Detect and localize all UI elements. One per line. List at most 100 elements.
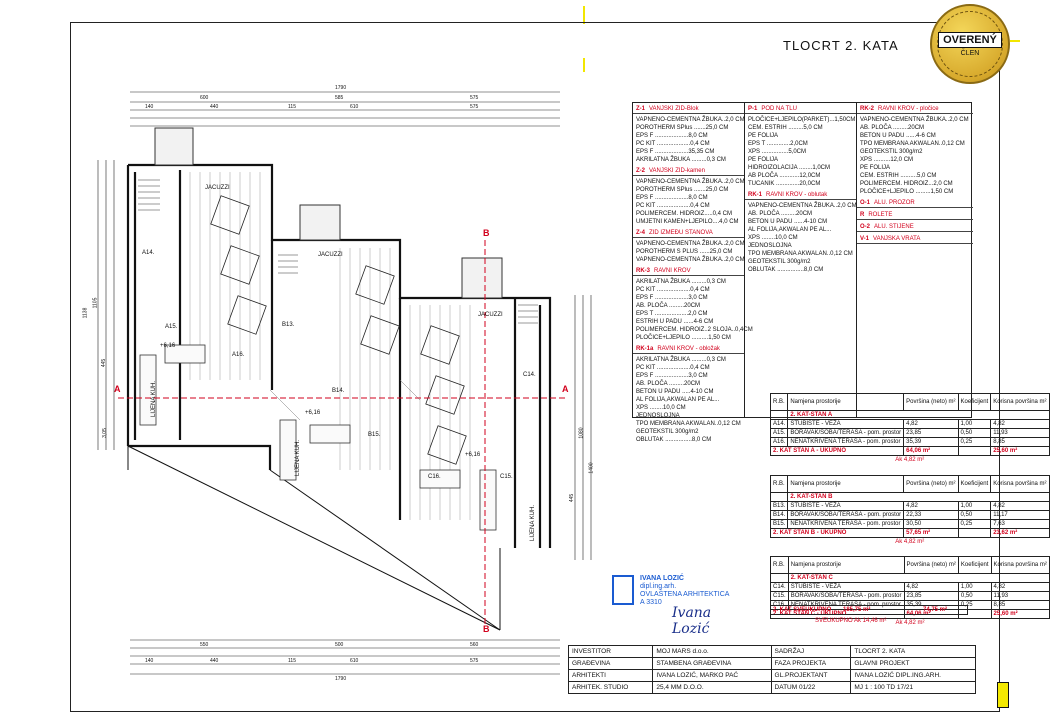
dim-bottom-5: 440 — [210, 658, 219, 664]
legend-line: AB. PLOČA .........20CM — [860, 125, 925, 131]
seal-main-text: OVERENÝ — [938, 31, 1002, 48]
table-cell: A15. — [769, 428, 789, 438]
legend-line: EPS T ....................2,0 CM — [636, 311, 708, 317]
room-label-b13: B13. — [282, 322, 295, 328]
legend-code: R — [860, 212, 865, 218]
wall-hatching — [269, 379, 421, 421]
table-cell: 1,00 — [957, 419, 992, 429]
table-cell: 23,85 — [903, 591, 959, 601]
legend-line: AL FOLIJA,AKWALAN PE AL... — [636, 397, 720, 403]
legend-code: O-1 — [860, 200, 871, 206]
dim-bottom-1: 550 — [200, 642, 209, 648]
table-cell: 8,85 — [990, 600, 1050, 610]
legend-line: POLIMERCEM. HIDROIZ.....0,4 CM — [636, 211, 733, 217]
verified-member-seal: OVERENÝ ČLEN — [930, 4, 1010, 84]
title-block-cell: STAMBENA GRAĐEVINA — [652, 657, 772, 670]
dim-bottom-4: 140 — [145, 658, 154, 664]
table-cell: A14. — [769, 419, 789, 429]
title-block-cell: INVESTITOR — [567, 645, 654, 658]
legend-line: TPO MEMBRANA AKWALAN..0,12 CM — [636, 421, 741, 427]
legend-line: PC KIT ....................0,4 CM — [636, 287, 710, 293]
legend-title: ALU. PROZOR — [874, 200, 915, 206]
grand-total-label: 2. KAT SVEUKUPNO — [773, 607, 832, 613]
legend-line: PLOČICE+LJEPILO ..........1,50 CM — [636, 335, 731, 341]
room-label-a15: A15. — [165, 324, 178, 330]
dim-bottom-6: 115 — [288, 658, 296, 664]
sub-row: Ak 4,82 m² — [771, 619, 1050, 628]
kitchen-counters — [139, 344, 497, 531]
legend-line: VAPNENO-CEMENTNA ŽBUKA..2,0 CM — [748, 203, 857, 209]
unit-name: 2. KAT-STAN A — [787, 410, 1050, 420]
table-cell: NENATKRIVENA TERASA - pom. prostor — [787, 437, 905, 447]
title-block-cell: ARHITEKTI — [567, 669, 654, 682]
dim-side-2: 1138 — [82, 307, 89, 319]
header-cell: Koeficijent — [957, 556, 992, 574]
legend-title: VANJSKA VRATA — [873, 236, 921, 242]
total-label: 2. KAT STAN B - UKUPNO — [769, 527, 905, 538]
dim-top-3: 575 — [470, 95, 479, 101]
header-cell: R.B. — [770, 556, 789, 574]
grand-total-sub: SVEUKUPNO Ak 14,46 m² — [815, 618, 887, 624]
dim-bottom-2: 500 — [335, 642, 344, 648]
title-block-cell: MJ 1 : 100 TD 17/21 — [850, 681, 976, 694]
dim-side-4: 3,05 — [101, 428, 108, 438]
legend-line: AL FOLIJA,AKWALAN PE AL... — [748, 227, 832, 233]
legend-code: V-1 — [860, 236, 870, 242]
section-mark-b-top: B — [483, 228, 490, 238]
room-label-a16: A16. — [232, 352, 245, 358]
dim-bottom-3: 560 — [470, 642, 479, 648]
room-label-c15: C15. — [500, 474, 513, 480]
stamp-role: OVLAŠTENA ARHITEKTICA — [640, 591, 730, 598]
legend-title: ZID IZMEĐU STANOVA — [649, 230, 713, 236]
jacuzzi-label-b: JACUZZI — [318, 252, 343, 258]
legend-line: PC KIT ....................0,4 CM — [636, 141, 710, 147]
legend-line: AB PLOČA ............12,0CM — [748, 173, 821, 179]
legend-line: VAPNENO-CEMENTNA ŽBUKA..2,0 CM — [636, 257, 745, 263]
table-cell: 7,63 — [990, 518, 1050, 529]
legend-line: GEOTEKSTIL 300g/m2 — [636, 429, 699, 435]
room-label-b15: B15. — [368, 432, 381, 438]
section-lines — [118, 240, 565, 625]
title-block-cell: IVANA LOZIĆ DIPL.ING.ARH. — [850, 669, 976, 682]
dim-side-5: 1400 — [588, 462, 595, 474]
legend-line: BETON U PADU ......4-10 CM — [748, 219, 828, 225]
legend-title: VANJSKI ZID-kamen — [649, 168, 705, 174]
dim-bottom-7: 610 — [350, 658, 359, 664]
stamp-text: IVANA LOZIĆ dipl.ing.arh. OVLAŠTENA ARHI… — [640, 575, 729, 607]
table-cell: BORAVAK/SOBA/TERASA - pom. prostor — [787, 428, 905, 438]
legend-line: EPS T ..............2,0CM — [748, 141, 808, 147]
header-cell: R.B. — [769, 474, 789, 493]
title-block-cell: TLOCRT 2. KATA — [850, 645, 976, 658]
legend-line: PC KIT ....................0,4 CM — [636, 365, 710, 371]
sheet-frame — [70, 22, 1000, 712]
header-cell: Namjena prostorije — [787, 393, 905, 411]
header-cell: Površina (neto) m² — [903, 393, 959, 411]
legend-code: RK-1 — [748, 192, 763, 198]
total-area: 57,65 m² — [903, 527, 959, 538]
table-cell: 4,82 — [903, 419, 959, 429]
architect-chamber-icon — [612, 575, 634, 605]
legend-title: RAVNI KROV - oblutak — [766, 192, 828, 198]
grand-total-area: 185,75 m² — [843, 607, 871, 613]
room-label-c16: C16. — [428, 474, 441, 480]
sub-row: Ak 4,82 m² — [771, 456, 1050, 465]
dim-side-3: 445 — [101, 358, 108, 368]
legend-line: TPO MEMBRANA AKWALAN..0,12 CM — [860, 141, 965, 147]
table-cell: 35,39 — [903, 437, 959, 447]
legend-line: EPS F ....................3,0 CM — [636, 373, 708, 379]
table-cell: 0,25 — [957, 518, 992, 529]
table-cell: 22,33 — [903, 509, 959, 520]
